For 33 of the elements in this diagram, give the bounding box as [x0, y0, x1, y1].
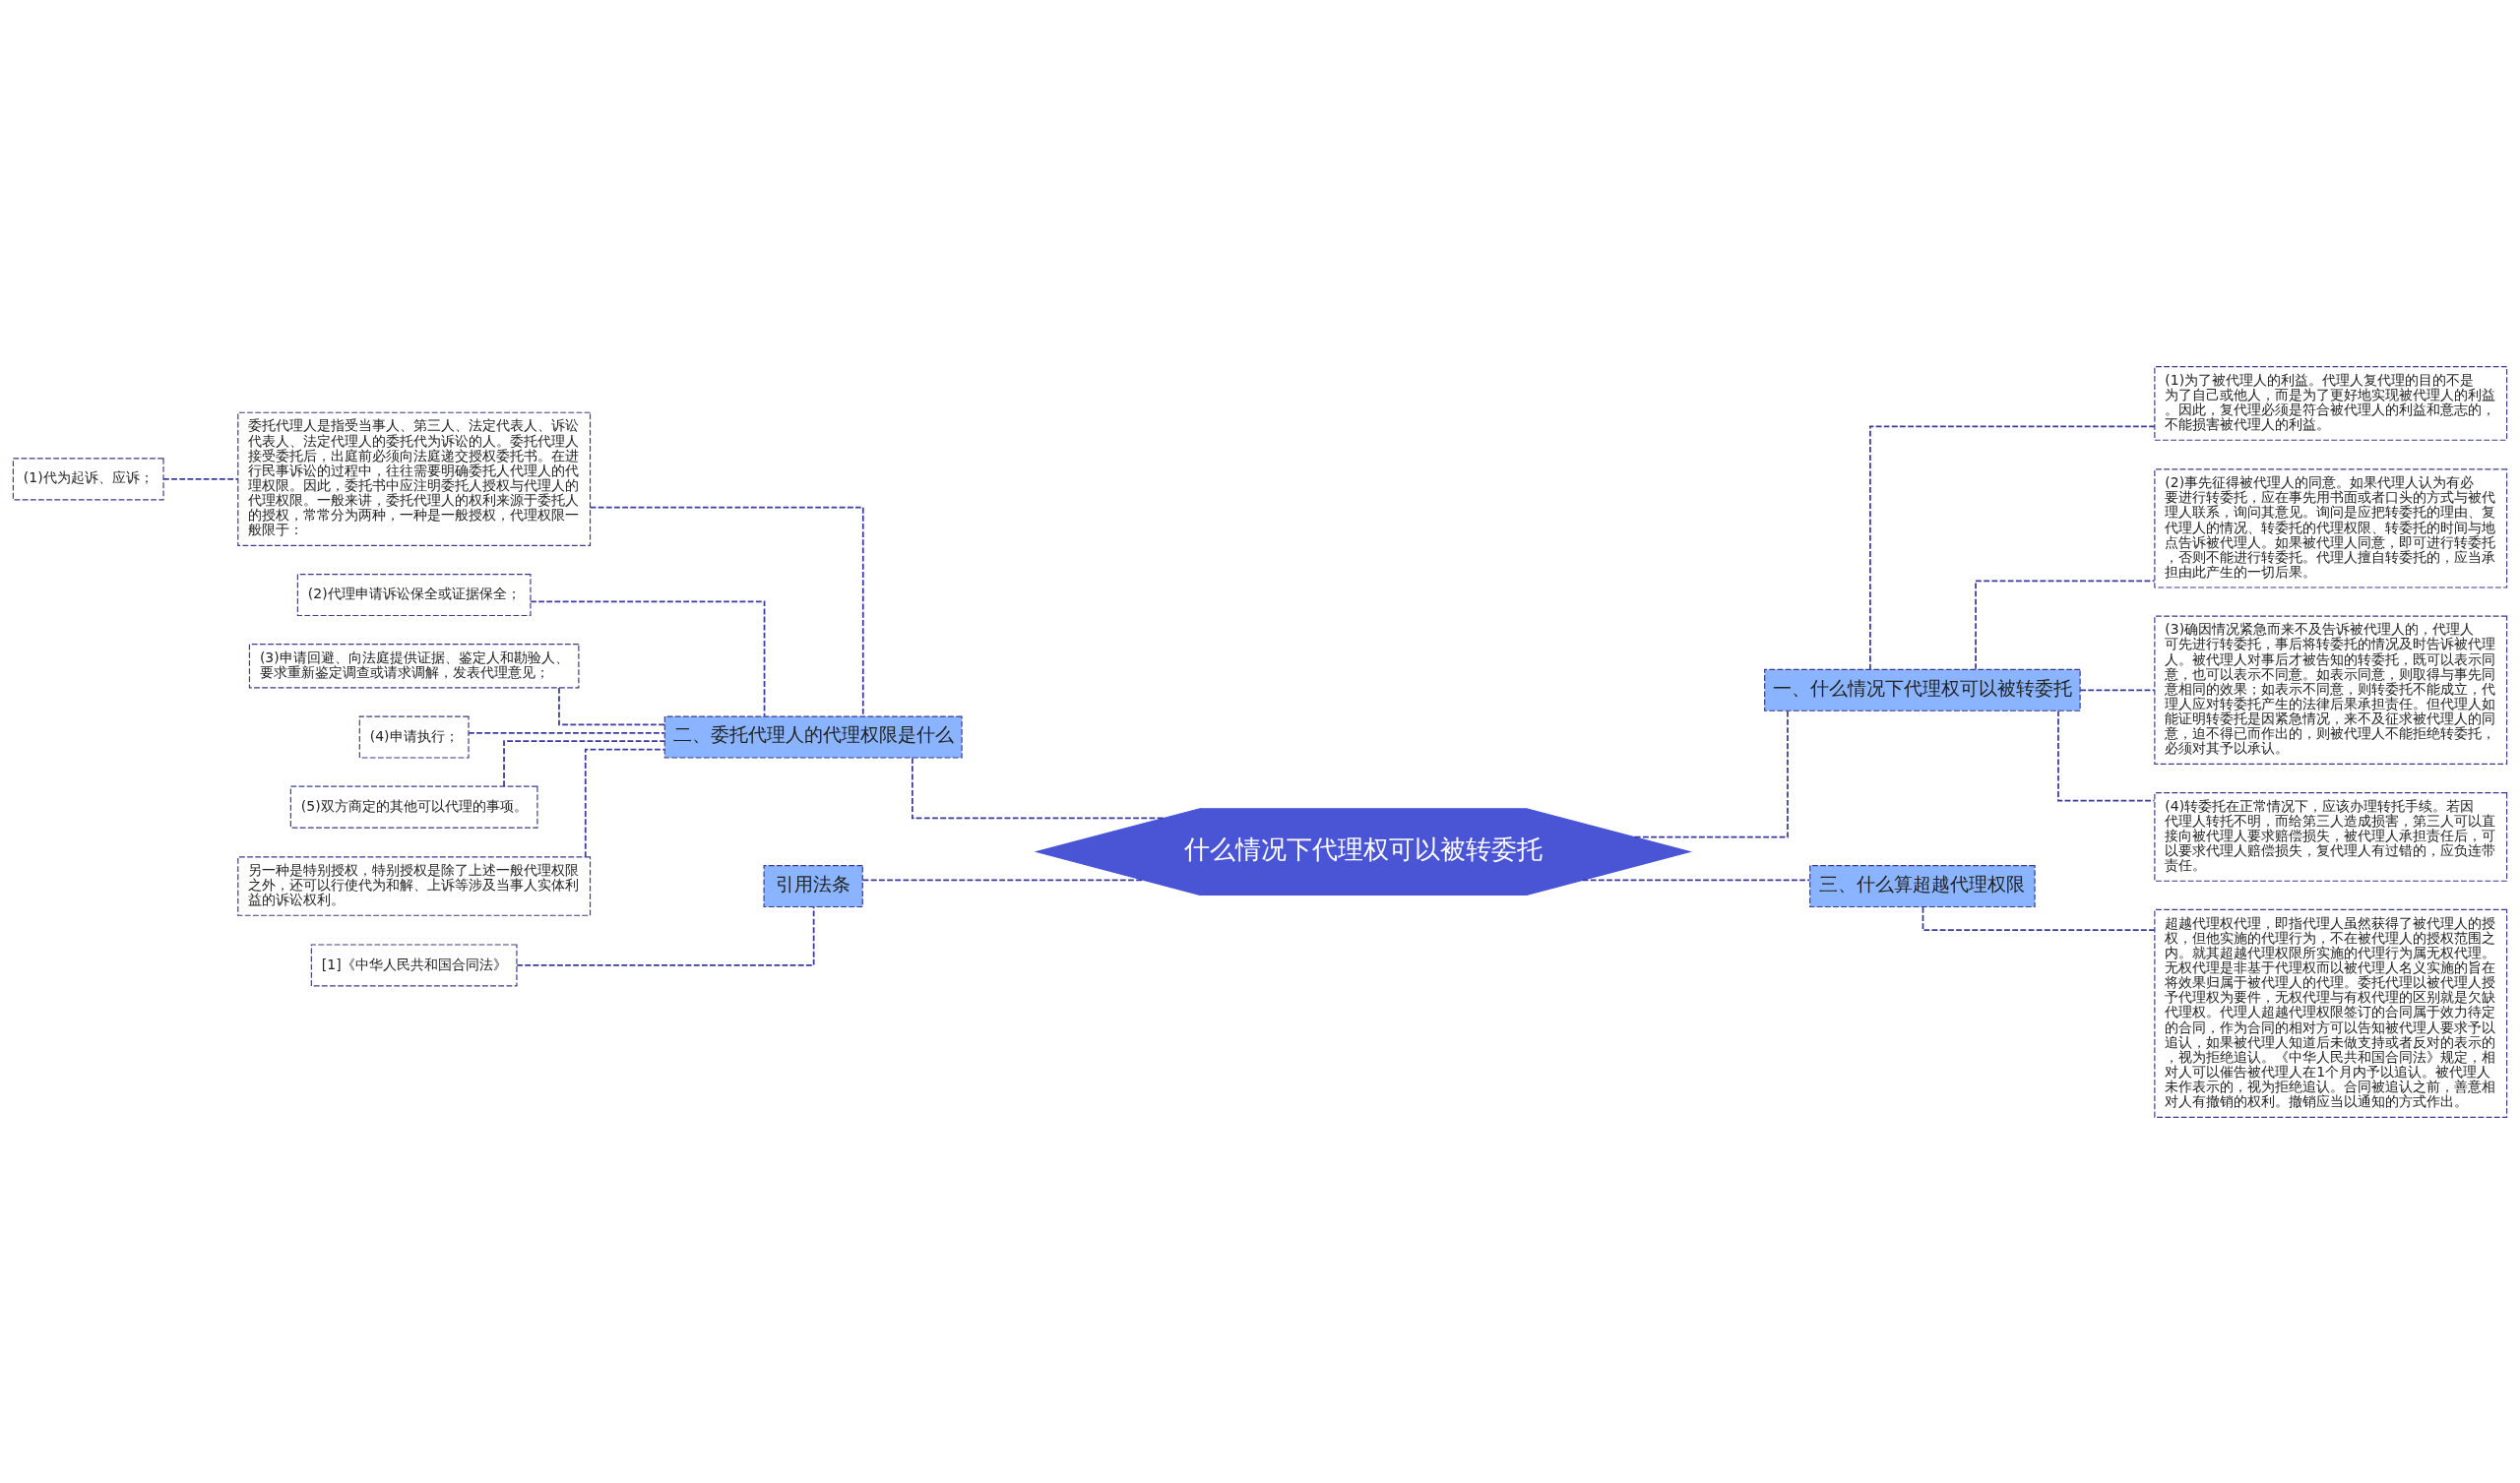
node-box: (1)为了被代理人的利益。代理人复代理的目的不是为了自己或他人，而是为了更好地实现被代理人的利益。因此，复代理必须是符合被代理人的利益和意志的，不能损害被代理人的利益。	[2154, 365, 2508, 441]
node-box: (4)申请执行；	[358, 715, 470, 759]
node-box: 另一种是特别授权，特别授权是除了上述一般代理权限之外，还可以行使代为和解、上诉等涉及当事人实体利益的诉讼权利。	[237, 855, 592, 916]
connector	[503, 739, 665, 787]
connector	[1975, 579, 2156, 670]
node-box: [1]《中华人民共和国合同法》	[310, 943, 518, 986]
node-box: 委托代理人是指受当事人、第三人、法定代表人、诉讼代表人、法定代理人的委托代为诉讼的人。委托代理人接受委托后，出庭前必须向法庭递交授权委托书。在进行民事诉讼的过程中，往往需要明确委托人代理人的代理权限。因此，委托书中应注明委托人授权与代理人的代理权限。一般来讲，委托代理人的权利来源于委托人的授权，常常分为两种，一种是一般授权，代理权限一般限于：	[237, 411, 592, 546]
node-box: 超越代理权代理，即指代理人虽然获得了被代理人的授权，但他实施的代理行为，不在被代理人的授权范围之内。就其超越代理权限所实施的代理行为属无权代理。无权代理是非基于代理权而以被代理人名义实施的旨在将效果归属于被代理人的代理。委托代理以被代理人授予代理权为要件，无权代理与有权代理的区别就是欠缺代理权。代理人超越代理权限签订的合同属于效力待定的合同，作为合同的相对方可以告知被代理人要求予以追认，如果被代理人知道后未做支持或者反对的表示的，视为拒绝追认。《中华人民共和国合同法》规定，相对人可以催告被代理人在1个月内予以追认。被代理人未作表示的，视为拒绝追认。合同被追认之前，善意相对人有撤销的权利。撤销应当以通知的方式作出。	[2154, 908, 2508, 1118]
connector	[516, 905, 815, 966]
connector	[530, 599, 766, 717]
node-box: (3)确因情况紧急而来不及告诉被代理人的，代理人可先进行转委托，事后将转委托的情况及时告诉被代理人。被代理人对事后才被告知的转委托，既可以表示同意，也可以表示不同意。如表示同意，则取得与事先同意相同的效果；如表示不同意，则转委托不能成立，代理人应对转委托产生的法律后果承担责任。但代理人如能证明转委托是因紧急情况，来不及征求被代理人的同意，迫不得已而作出的，则被代理人不能拒绝转委托，必须对其予以承认。	[2154, 615, 2508, 765]
node-box: (2)代理申请诉讼保全或证据保全；	[296, 573, 532, 616]
connector	[861, 879, 1145, 881]
node-box: 三、什么算超越代理权限	[1809, 864, 2036, 907]
connector	[1633, 710, 1789, 838]
connector	[1581, 879, 1811, 881]
connector	[1869, 424, 2156, 670]
connector	[162, 477, 239, 480]
node-box: (4)转委托在正常情况下，应该办理转托手续。若因代理人转托不明，而给第三人造成损害，第三人可以直接向被代理人要求赔偿损失，被代理人承担责任后，可以要求代理人赔偿损失，复代理人有过错的，应负连带责任。	[2154, 791, 2508, 882]
node-box: 二、委托代理人的代理权限是什么	[663, 715, 963, 759]
node-box: (5)双方商定的其他可以代理的事项。	[289, 785, 538, 829]
node-box: (3)申请回避、向法庭提供证据、鉴定人和勘验人、要求重新鉴定调查或请求调解，发表代理意见；	[248, 643, 580, 689]
connector	[558, 686, 666, 725]
connector	[589, 506, 864, 717]
node-box: (2)事先征得被代理人的同意。如果代理人认为有必要进行转委托，应在事先用书面或者口头的方式与被代理人联系，询问其意见。询问是应把转委托的理由、复代理人的情况、转委托的代理权限、转委托的时间与地点告诉被代理人。如果被代理人同意，即可进行转委托，否则不能进行转委托。代理人擅自转委托的，应当承担由此产生的一切后果。	[2154, 467, 2508, 588]
connector	[2079, 688, 2156, 691]
connector	[584, 748, 665, 858]
connector	[2057, 710, 2156, 802]
connector	[468, 731, 665, 734]
node-box: (1)代为起诉、应诉；	[12, 457, 164, 500]
connector	[912, 756, 1165, 819]
node-box: 一、什么情况下代理权可以被转委托	[1764, 668, 2081, 711]
node-box: 引用法条	[763, 864, 863, 907]
